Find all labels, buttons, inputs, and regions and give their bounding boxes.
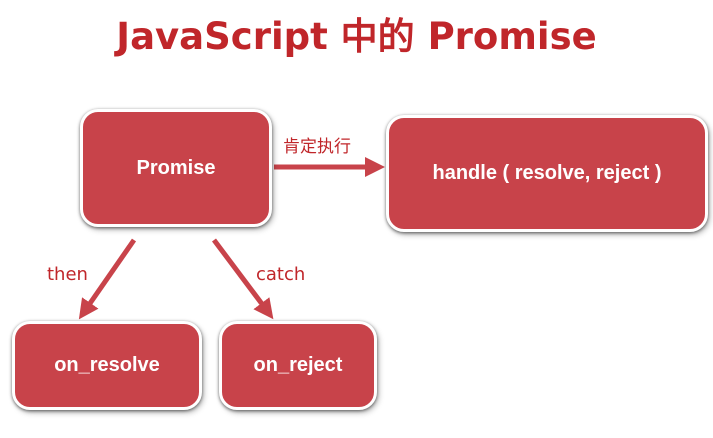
on-resolve-node-label: on_resolve: [54, 354, 160, 376]
promise-node-label: Promise: [136, 156, 216, 179]
arrow-promise-to-on-resolve: [78, 238, 137, 320]
handle-node-label: handle ( resolve, reject ): [432, 162, 662, 184]
on-reject-node: on_reject: [219, 321, 377, 410]
on-reject-node-label: on_reject: [253, 354, 343, 376]
edge-label-catch: catch: [256, 264, 306, 285]
diagram-title: JavaScript 中的 Promise: [116, 15, 597, 58]
edge-label-execute: 肯定执行: [283, 137, 351, 157]
on-resolve-node: on_resolve: [12, 321, 202, 410]
arrow-promise-to-on-reject: [212, 238, 274, 320]
promise-node: Promise: [80, 109, 272, 227]
handle-node: handle ( resolve, reject ): [386, 115, 708, 232]
edge-label-then: then: [47, 264, 88, 285]
